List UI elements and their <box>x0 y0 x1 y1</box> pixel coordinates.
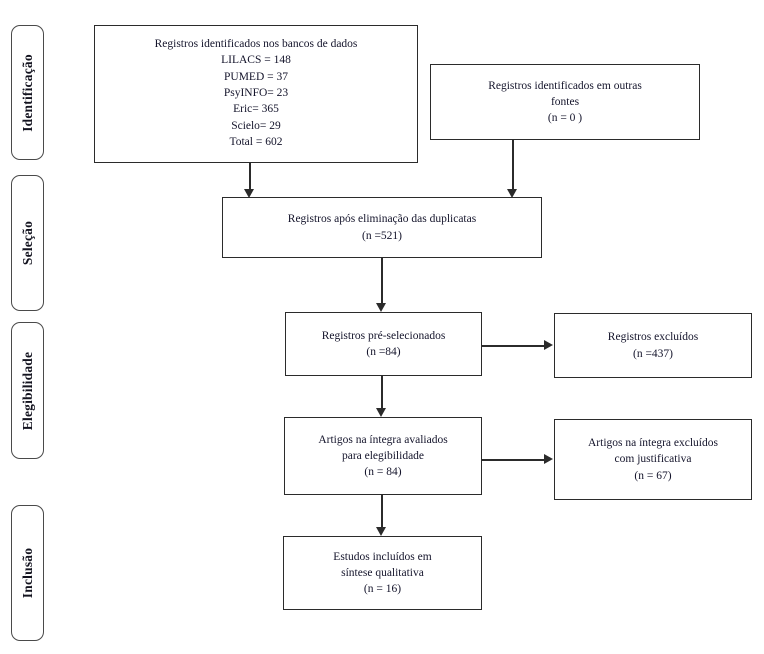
box-included-line-0: Estudos incluídos em <box>333 550 432 563</box>
stage-label-identificacao-text: Identificação <box>19 53 35 132</box>
box-fulltext-assessed: Artigos na íntegra avaliados para elegib… <box>284 417 482 495</box>
connector-fulltext-to-fulltext-excluded <box>482 459 545 461</box>
box-included-line-2: (n = 16) <box>363 583 402 596</box>
box-fulltext-assessed-line-1: para elegibilidade <box>341 449 425 462</box>
box-fulltext-assessed-line-0: Artigos na íntegra avaliados <box>318 433 448 446</box>
box-included-line-1: síntese qualitativa <box>341 566 424 579</box>
box-databases-line-0: Registros identificados nos bancos de da… <box>154 38 358 50</box>
arrowhead-databases-to-duplicates <box>244 189 254 198</box>
box-records-excluded-line-0: Registros excluídos <box>607 331 699 344</box>
stage-label-selecao: Seleção <box>11 175 44 311</box>
arrowhead-fulltext-to-included <box>376 527 386 536</box>
box-records-identified-databases: Registros identificados nos bancos de da… <box>94 25 418 163</box>
connector-fulltext-to-included <box>381 495 383 528</box>
arrowhead-screened-to-excluded <box>544 340 553 350</box>
arrowhead-fulltext-to-fulltext-excluded <box>544 454 553 464</box>
box-records-screened: Registros pré-selecionados (n =84) <box>285 312 482 376</box>
box-fulltext-excluded-line-2: (n = 67) <box>634 469 672 482</box>
connector-duplicates-to-screened <box>381 258 383 304</box>
box-records-after-duplicates: Registros após eliminação das duplicatas… <box>222 197 542 258</box>
stage-label-selecao-text: Seleção <box>19 220 35 266</box>
stage-label-identificacao: Identificação <box>11 25 44 160</box>
connector-screened-to-excluded <box>482 345 545 347</box>
connector-databases-to-duplicates <box>249 163 251 190</box>
box-databases-line-6: Total = 602 <box>229 135 283 148</box>
box-fulltext-excluded-line-1: com justificativa <box>614 453 692 466</box>
box-fulltext-assessed-line-2: (n = 84) <box>364 466 402 479</box>
box-records-excluded: Registros excluídos (n =437) <box>554 313 752 378</box>
box-records-excluded-line-1: (n =437) <box>632 347 674 360</box>
box-after-duplicates-line-1: (n =521) <box>361 229 403 242</box>
box-screened-line-1: (n =84) <box>366 346 401 358</box>
stage-label-elegibilidade-text: Elegibilidade <box>19 351 35 430</box>
box-after-duplicates-line-0: Registros após eliminação das duplicatas <box>287 213 477 226</box>
box-databases-line-4: Eric= 365 <box>233 103 279 116</box>
connector-other-sources-to-duplicates <box>512 140 514 190</box>
box-databases-line-1: LILACS = 148 <box>221 54 291 67</box>
arrowhead-other-sources-to-duplicates <box>507 189 517 198</box>
box-studies-included: Estudos incluídos em síntese qualitativa… <box>283 536 482 610</box>
stage-label-elegibilidade: Elegibilidade <box>11 322 44 459</box>
box-databases-line-5: Scielo= 29 <box>231 119 281 132</box>
box-databases-line-2: PUMED = 37 <box>224 70 288 83</box>
box-other-sources-line-2: (n = 0 ) <box>547 112 583 125</box>
connector-screened-to-fulltext <box>381 376 383 409</box>
box-screened-line-0: Registros pré-selecionados <box>321 329 446 342</box>
box-fulltext-excluded: Artigos na íntegra excluídos com justifi… <box>554 419 752 500</box>
box-databases-line-3: PsyINFO= 23 <box>223 86 289 99</box>
box-other-sources-line-0: Registros identificados em outras <box>488 79 642 92</box>
stage-label-inclusao-text: Inclusão <box>19 547 35 599</box>
arrowhead-screened-to-fulltext <box>376 408 386 417</box>
box-other-sources-line-1: fontes <box>550 95 580 108</box>
box-fulltext-excluded-line-0: Artigos na íntegra excluídos <box>588 437 718 449</box>
box-records-identified-other-sources: Registros identificados em outras fontes… <box>430 64 700 140</box>
arrowhead-duplicates-to-screened <box>376 303 386 312</box>
stage-label-inclusao: Inclusão <box>11 505 44 641</box>
